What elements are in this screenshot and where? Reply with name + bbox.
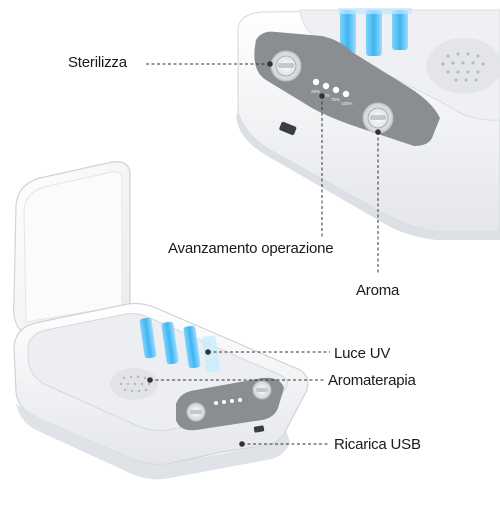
aroma-button-bottom-photo: [252, 380, 272, 400]
bottom-device: [13, 161, 309, 480]
leader-lines: [146, 61, 381, 447]
callout-usb-charging: Ricarica USB: [334, 436, 421, 453]
progress-leds-bottom: [214, 398, 242, 405]
aroma-pad-top: [426, 38, 500, 94]
progress-leds-top: 25% 50% 75% 100%: [311, 78, 353, 106]
svg-text:75%: 75%: [331, 97, 340, 102]
svg-text:50%: 50%: [321, 93, 330, 98]
aroma-button-photo: [362, 102, 394, 134]
svg-text:100%: 100%: [341, 101, 353, 106]
sterilize-button-bottom-photo: [186, 402, 206, 422]
uv-lamps-bottom: [139, 317, 221, 373]
aroma-pad-bottom: [110, 368, 158, 400]
usb-port-top: [279, 121, 297, 136]
callout-uv-light: Luce UV: [334, 345, 391, 362]
callout-progress: Avanzamento operazione: [168, 240, 334, 257]
callout-sterilize: Sterilizza: [68, 54, 127, 71]
callout-aromatherapy: Aromaterapia: [328, 372, 416, 389]
top-device: 25% 50% 75% 100%: [236, 8, 500, 240]
usb-port-bottom: [253, 425, 265, 433]
svg-text:25%: 25%: [311, 89, 320, 94]
sterilize-button-photo: [270, 50, 302, 82]
uv-lamps-top: [338, 8, 412, 56]
callout-aroma: Aroma: [356, 282, 400, 299]
